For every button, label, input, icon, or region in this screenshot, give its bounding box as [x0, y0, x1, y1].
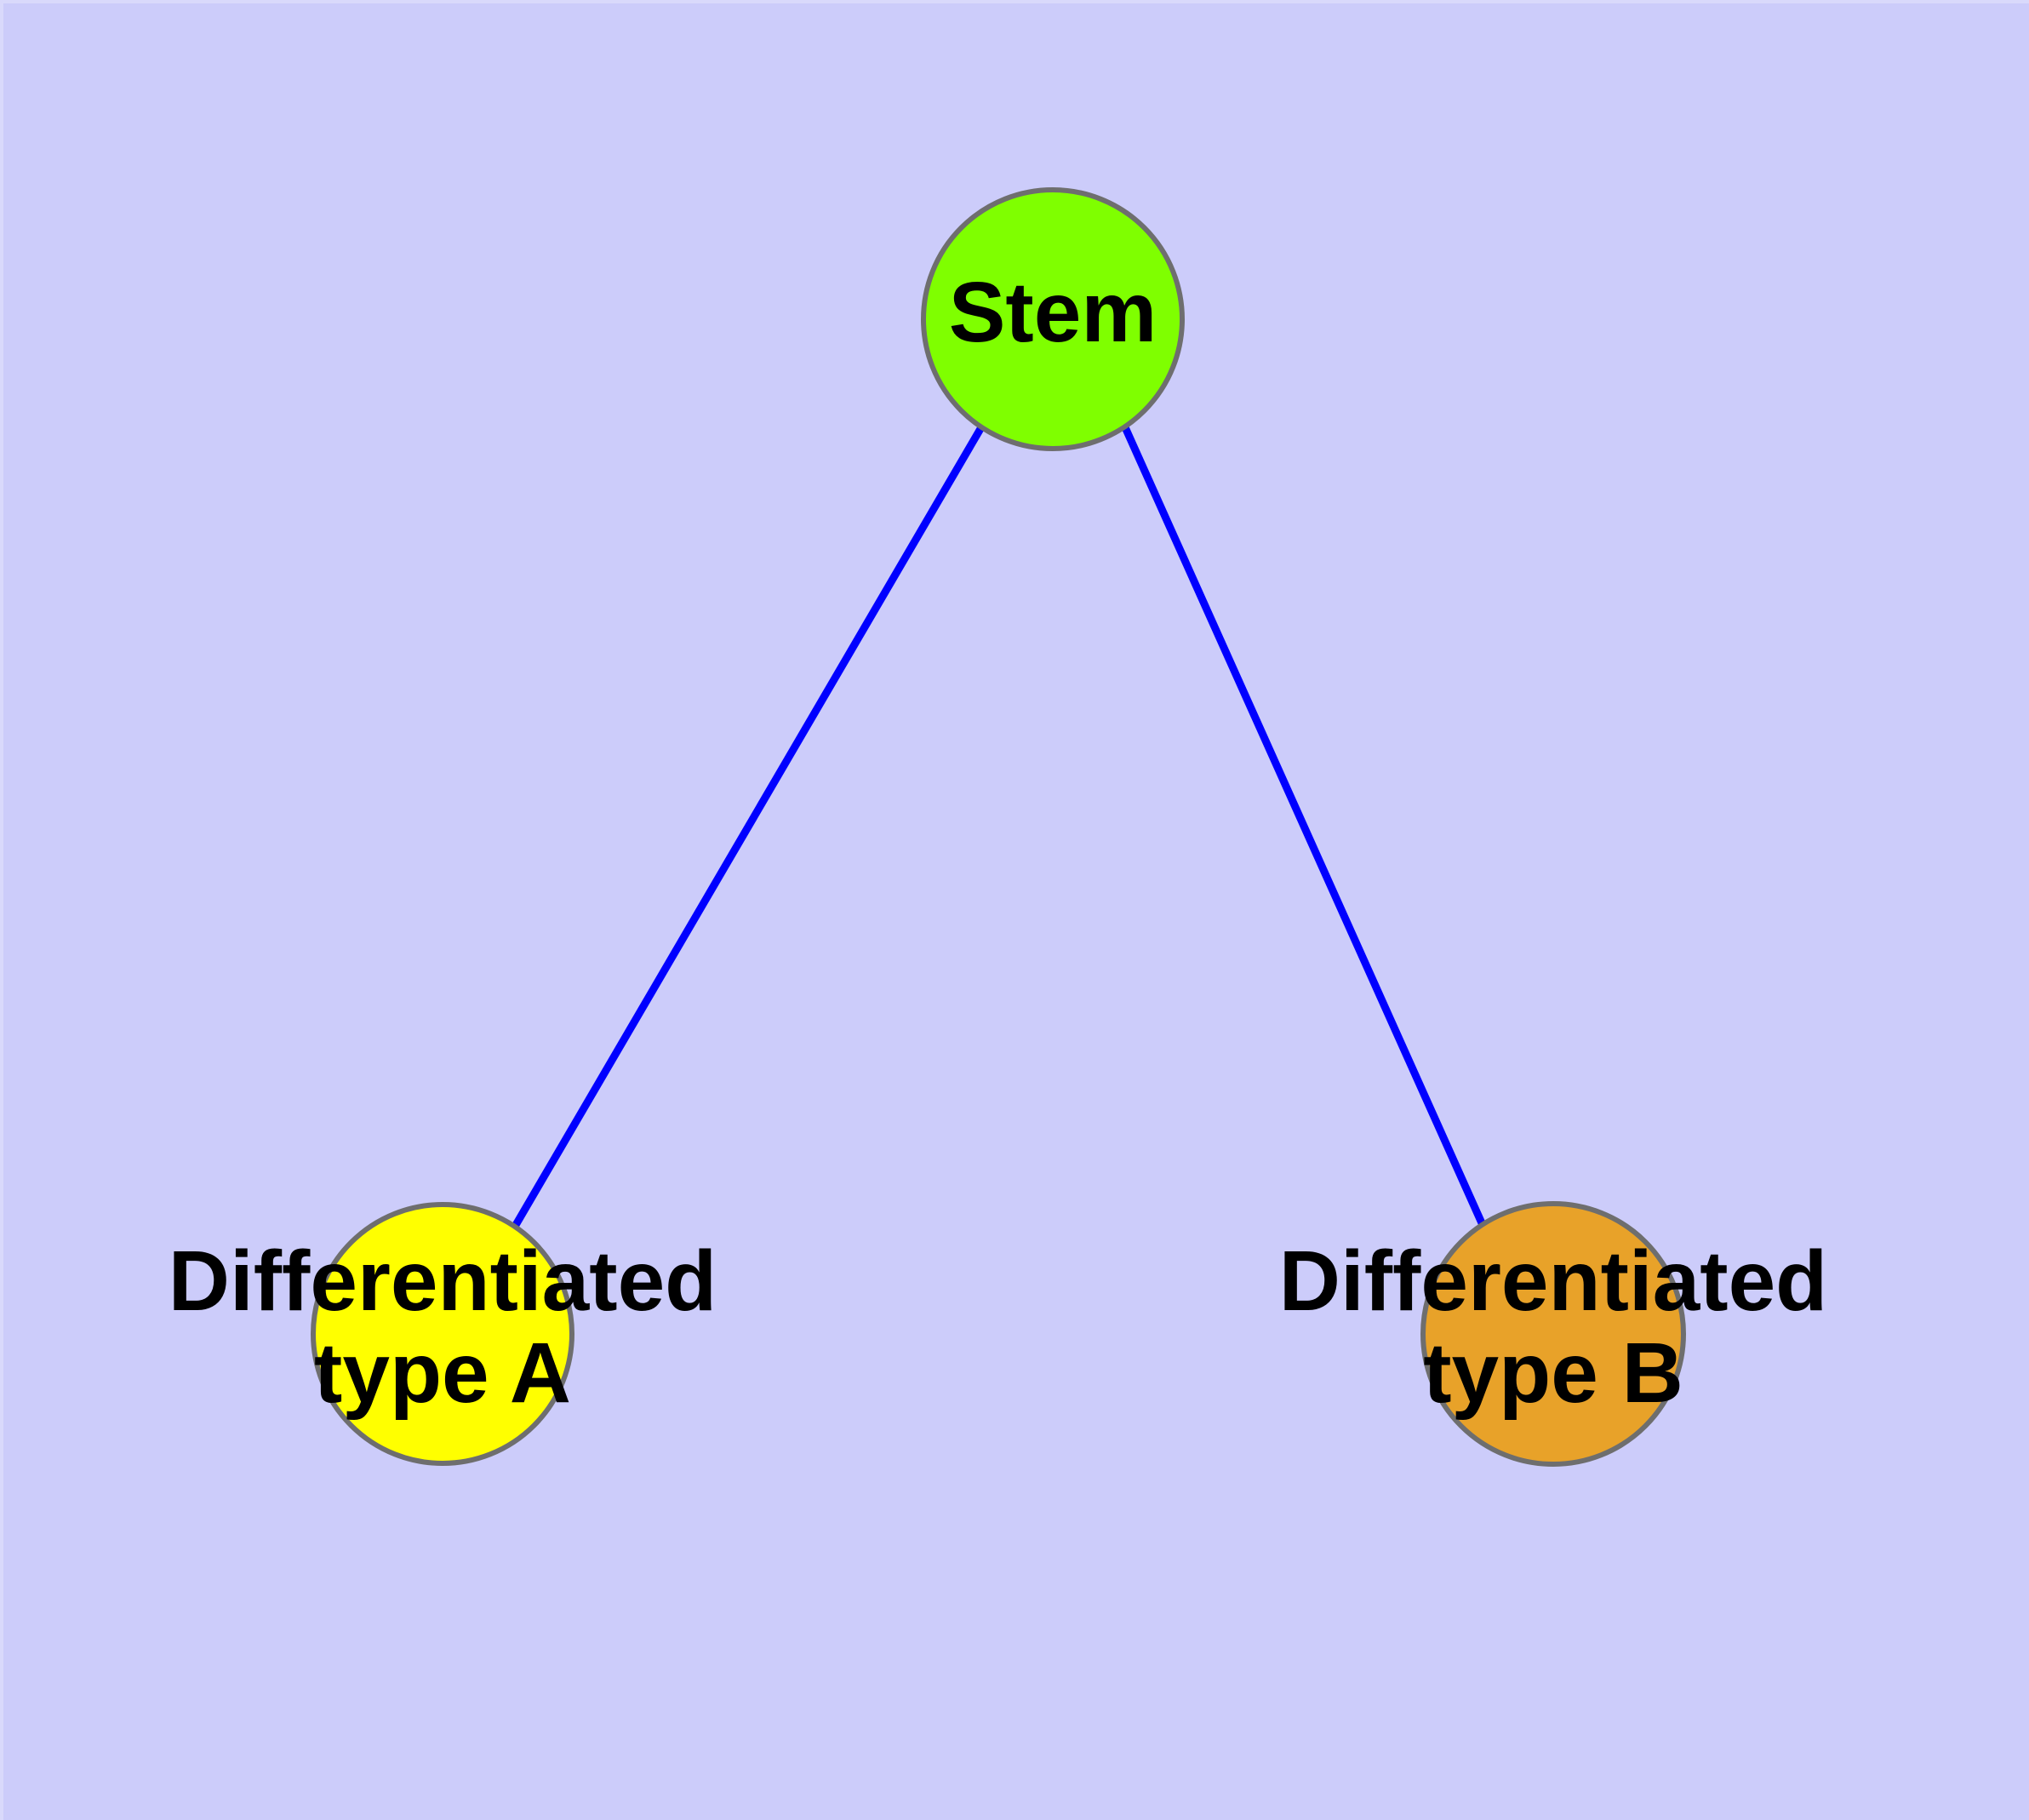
node-stem[interactable]: Stem: [921, 187, 1185, 451]
node-differentiated-type-b-circle[interactable]: [1420, 1201, 1686, 1467]
edge-stem-diff-a[interactable]: [512, 425, 985, 1228]
node-differentiated-type-a-circle[interactable]: [311, 1202, 574, 1466]
node-stem-circle[interactable]: [921, 187, 1185, 451]
edge-layer: [512, 425, 1487, 1228]
node-stem-label: Stem: [949, 265, 1157, 360]
canvas-rim-left: [0, 0, 3, 1820]
edge-stem-diff-b[interactable]: [1121, 426, 1487, 1227]
canvas-rim-top: [0, 0, 2029, 3]
